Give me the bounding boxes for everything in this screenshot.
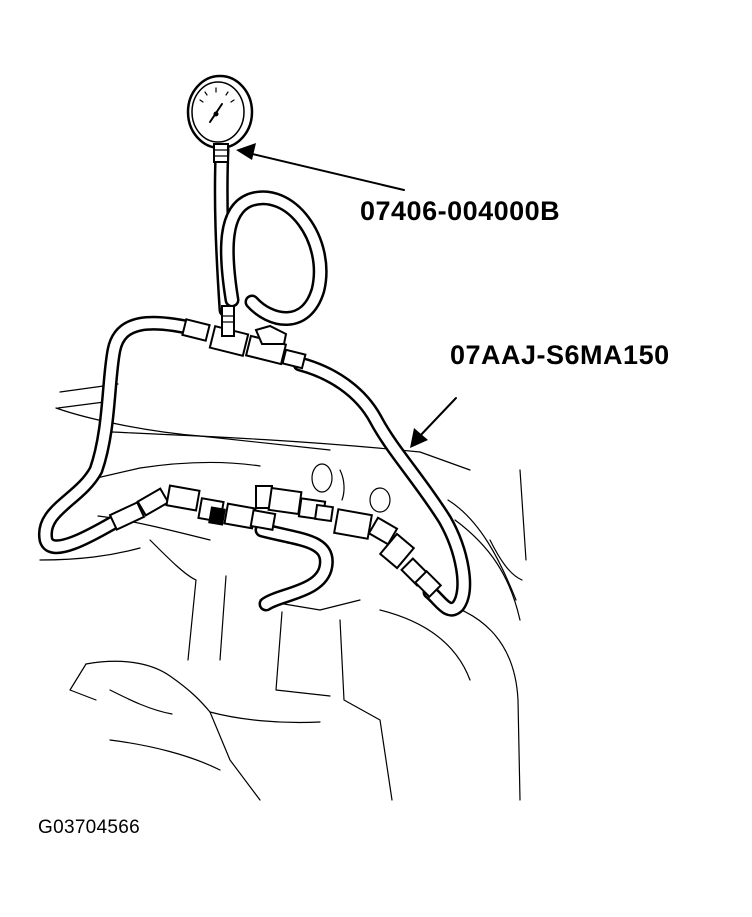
figure-id-label: G03704566 [38, 817, 141, 838]
engine-outline [39, 383, 527, 801]
fuel-rail-connectors [108, 484, 443, 599]
tee-fitting [181, 305, 307, 370]
gauge-hose [213, 142, 328, 326]
pressure-gauge [186, 74, 254, 163]
arrow-head-hose [410, 428, 428, 448]
gauge-part-number-label: 07406-004000B [360, 196, 561, 226]
arrow-head-gauge [236, 143, 256, 160]
hose-part-number-label: 07AAJ-S6MA150 [450, 340, 670, 370]
test-hose [37, 315, 472, 617]
leader-arrows [236, 143, 457, 448]
